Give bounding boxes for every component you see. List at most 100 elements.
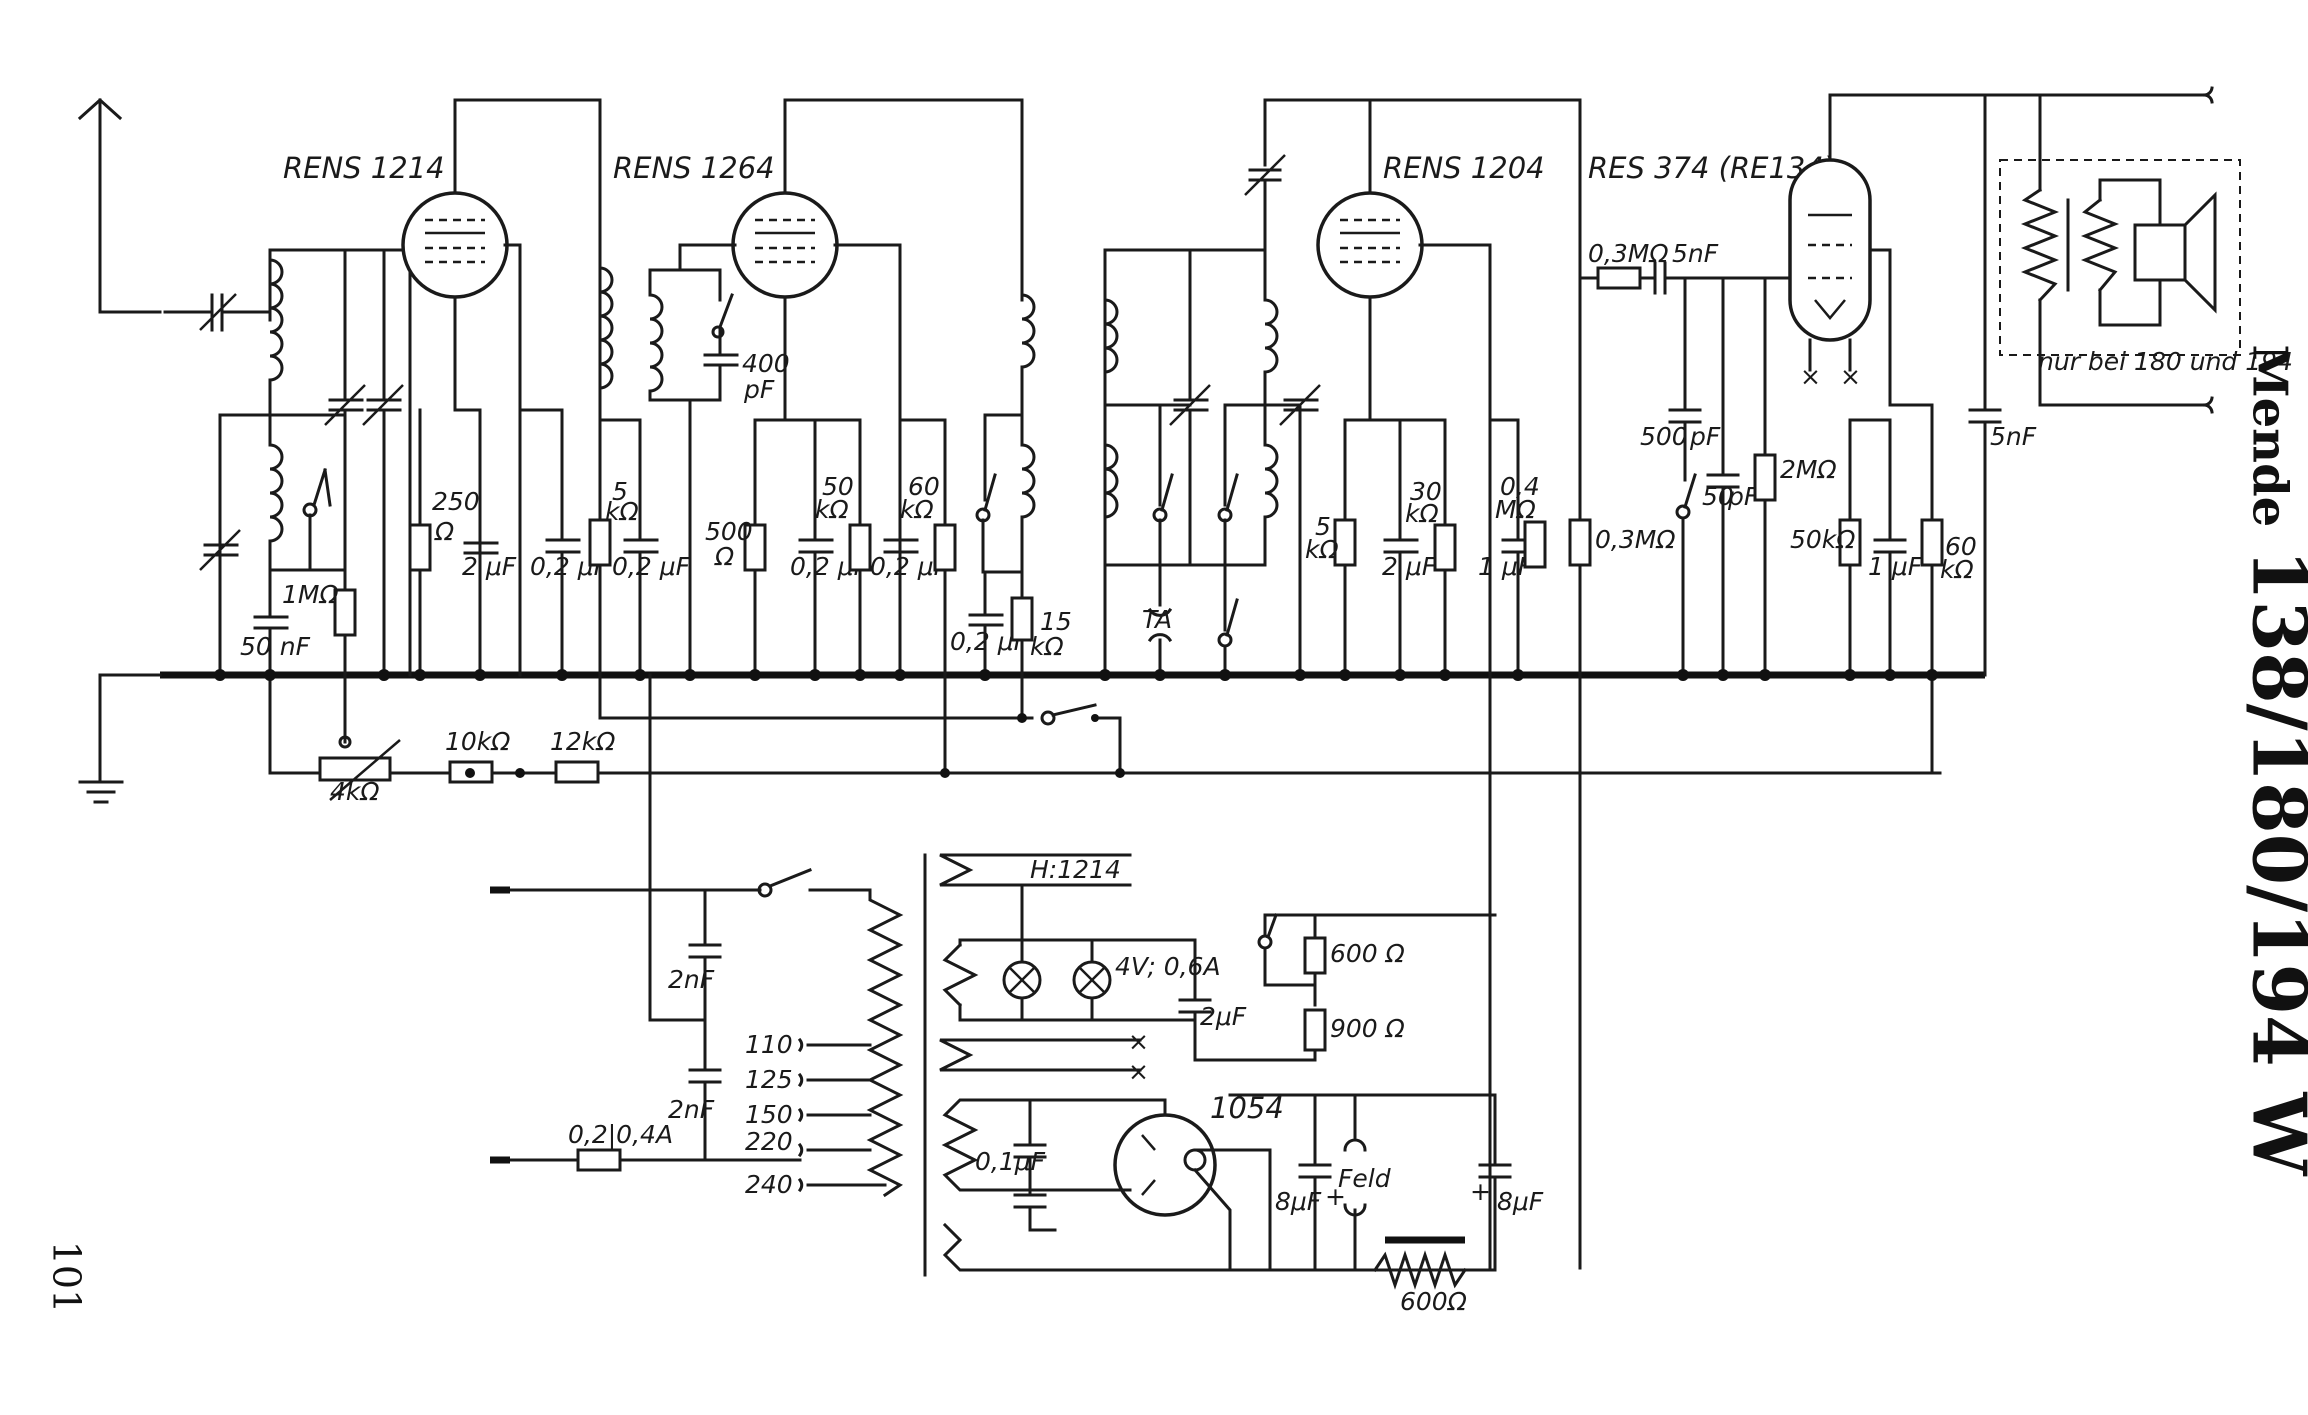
coil-stage-2-primary [598,266,614,390]
capacitor-8uF-a [1298,1093,1332,1272]
capacitor-2nF-a [688,943,722,959]
label-2uF-c: 2μF [1200,1002,1247,1031]
label-400: 400 [742,349,790,378]
bias-winding: ×× [939,1027,1149,1086]
svg-text:×: × [1128,1057,1149,1086]
label-ta: TA [1142,605,1172,634]
label-8uF-a: 8μF [1275,1187,1322,1216]
tuning-capacitor-2 [1169,248,1211,567]
hv-winding [941,1098,1082,1192]
label-5k-b: 5 [1315,512,1331,541]
input-coil-lower [268,443,284,543]
speaker-note: nur bei 180 und 194 [2038,347,2293,376]
label-30k: 30 [1410,477,1442,506]
tuning-capacitor-1 [199,529,241,571]
coil-stage-3-primary [1020,293,1036,369]
resistor-500 [743,523,767,572]
resistor-15k [1010,596,1034,642]
page-number: 101 [44,1240,89,1314]
resistor-900 [1303,1008,1327,1052]
heater-winding [939,853,1132,887]
label-8uF-b: 8μF [1497,1187,1544,1216]
filament-x-a: × [1800,362,1821,391]
label-feld: Feld [1338,1164,1391,1193]
label-600a: 600 Ω [1330,939,1405,968]
label-50k-unit: kΩ [815,495,849,524]
capacitor-02-a [518,408,581,677]
fuse [576,1148,622,1172]
resistor-250 [408,408,432,677]
label-110: 110 [745,1030,793,1059]
capacitor-2uF-b [1368,418,1419,677]
switch-tone [1675,473,1697,677]
capacitor-2nF-b [688,1068,722,1084]
junction-dots [214,669,1938,778]
tube-rens-1214 [401,191,509,299]
resistor-50k [813,418,872,677]
capacitor-02-b [598,418,659,677]
label-lamps: 4V; 0,6A [1115,952,1221,981]
tube-label-rens-1204: RENS 1204 [1383,151,1545,185]
filament-x-b: × [1840,362,1861,391]
label-12k: 12kΩ [550,727,615,756]
resistor-1M [333,588,357,744]
label-2M: 2MΩ [1780,455,1837,484]
tube-label-rens-1264: RENS 1264 [613,151,775,185]
tube-rens-1264 [731,191,839,299]
label-01uF: 0,1μF [975,1147,1046,1176]
coil-stage-4-a [1103,298,1119,374]
antenna-icon [77,97,162,314]
label-500-unit: Ω [714,542,734,571]
label-250-unit: Ω [434,517,454,546]
label-4k: 4kΩ [330,777,380,806]
label-plus-b: + [1470,1177,1491,1206]
label-150: 150 [745,1100,793,1129]
label-15k: 15 [1040,607,1072,636]
field-coil-feld [1343,1093,1367,1272]
capacitor-500pF [1668,276,1702,482]
label-500pF: 500 [1640,422,1688,451]
label-2uF-b: 2 μF [1382,552,1437,581]
resistor-600a [1303,936,1327,975]
antenna-coupling-capacitor [163,293,272,332]
label-125: 125 [745,1065,793,1094]
resistor-04M [1488,418,1547,569]
output-terminal-bottom [2203,396,2214,414]
capacitor-2uF-c [1178,998,1212,1014]
voltage-taps [797,1037,887,1193]
label-250: 250 [432,487,480,516]
svg-text:×: × [1128,1027,1149,1056]
capacitor-02-d [883,418,919,677]
capacitor-400pF [703,353,739,402]
capacitor-02-e [968,613,1004,677]
resistor-12k [554,760,600,784]
capacitor-50pF [1706,276,1740,677]
label-500: 500 [705,517,753,546]
resistor-50k-b [1838,418,1862,677]
label-60k-b: 60 [1945,532,1977,561]
coil-stage-2-secondary [648,293,664,393]
mains-switch [493,868,872,898]
model-title: Mende138/180/194 W [2235,345,2308,1176]
label-5nF-b: 5nF [1990,422,2037,451]
label-900: 900 Ω [1330,1014,1405,1043]
tube-label-rens-1214: RENS 1214 [283,151,445,185]
label-400-pf: pF [743,375,775,404]
label-1M: 1MΩ [282,580,339,609]
label-03M: 0,3MΩ [1595,525,1675,554]
capacitor-50nF [253,615,289,677]
brand-name: Mende [2241,344,2297,528]
label-plus-a: + [1325,1182,1346,1211]
resistor-2M [1753,276,1777,677]
coil-stage-3-secondary [1020,443,1036,519]
label-60k-b-unit: kΩ [1940,555,1974,584]
label-50k: 50 [822,472,854,501]
pilot-lamp-2 [1072,938,1112,1022]
resistor-60k [898,418,957,775]
tube-rens-1204 [1316,191,1424,299]
label-600b: 600Ω [1400,1287,1467,1316]
capacitor-1uF-b [1873,418,1907,677]
label-60k-unit: kΩ [900,495,934,524]
switch-400pF [711,293,734,339]
